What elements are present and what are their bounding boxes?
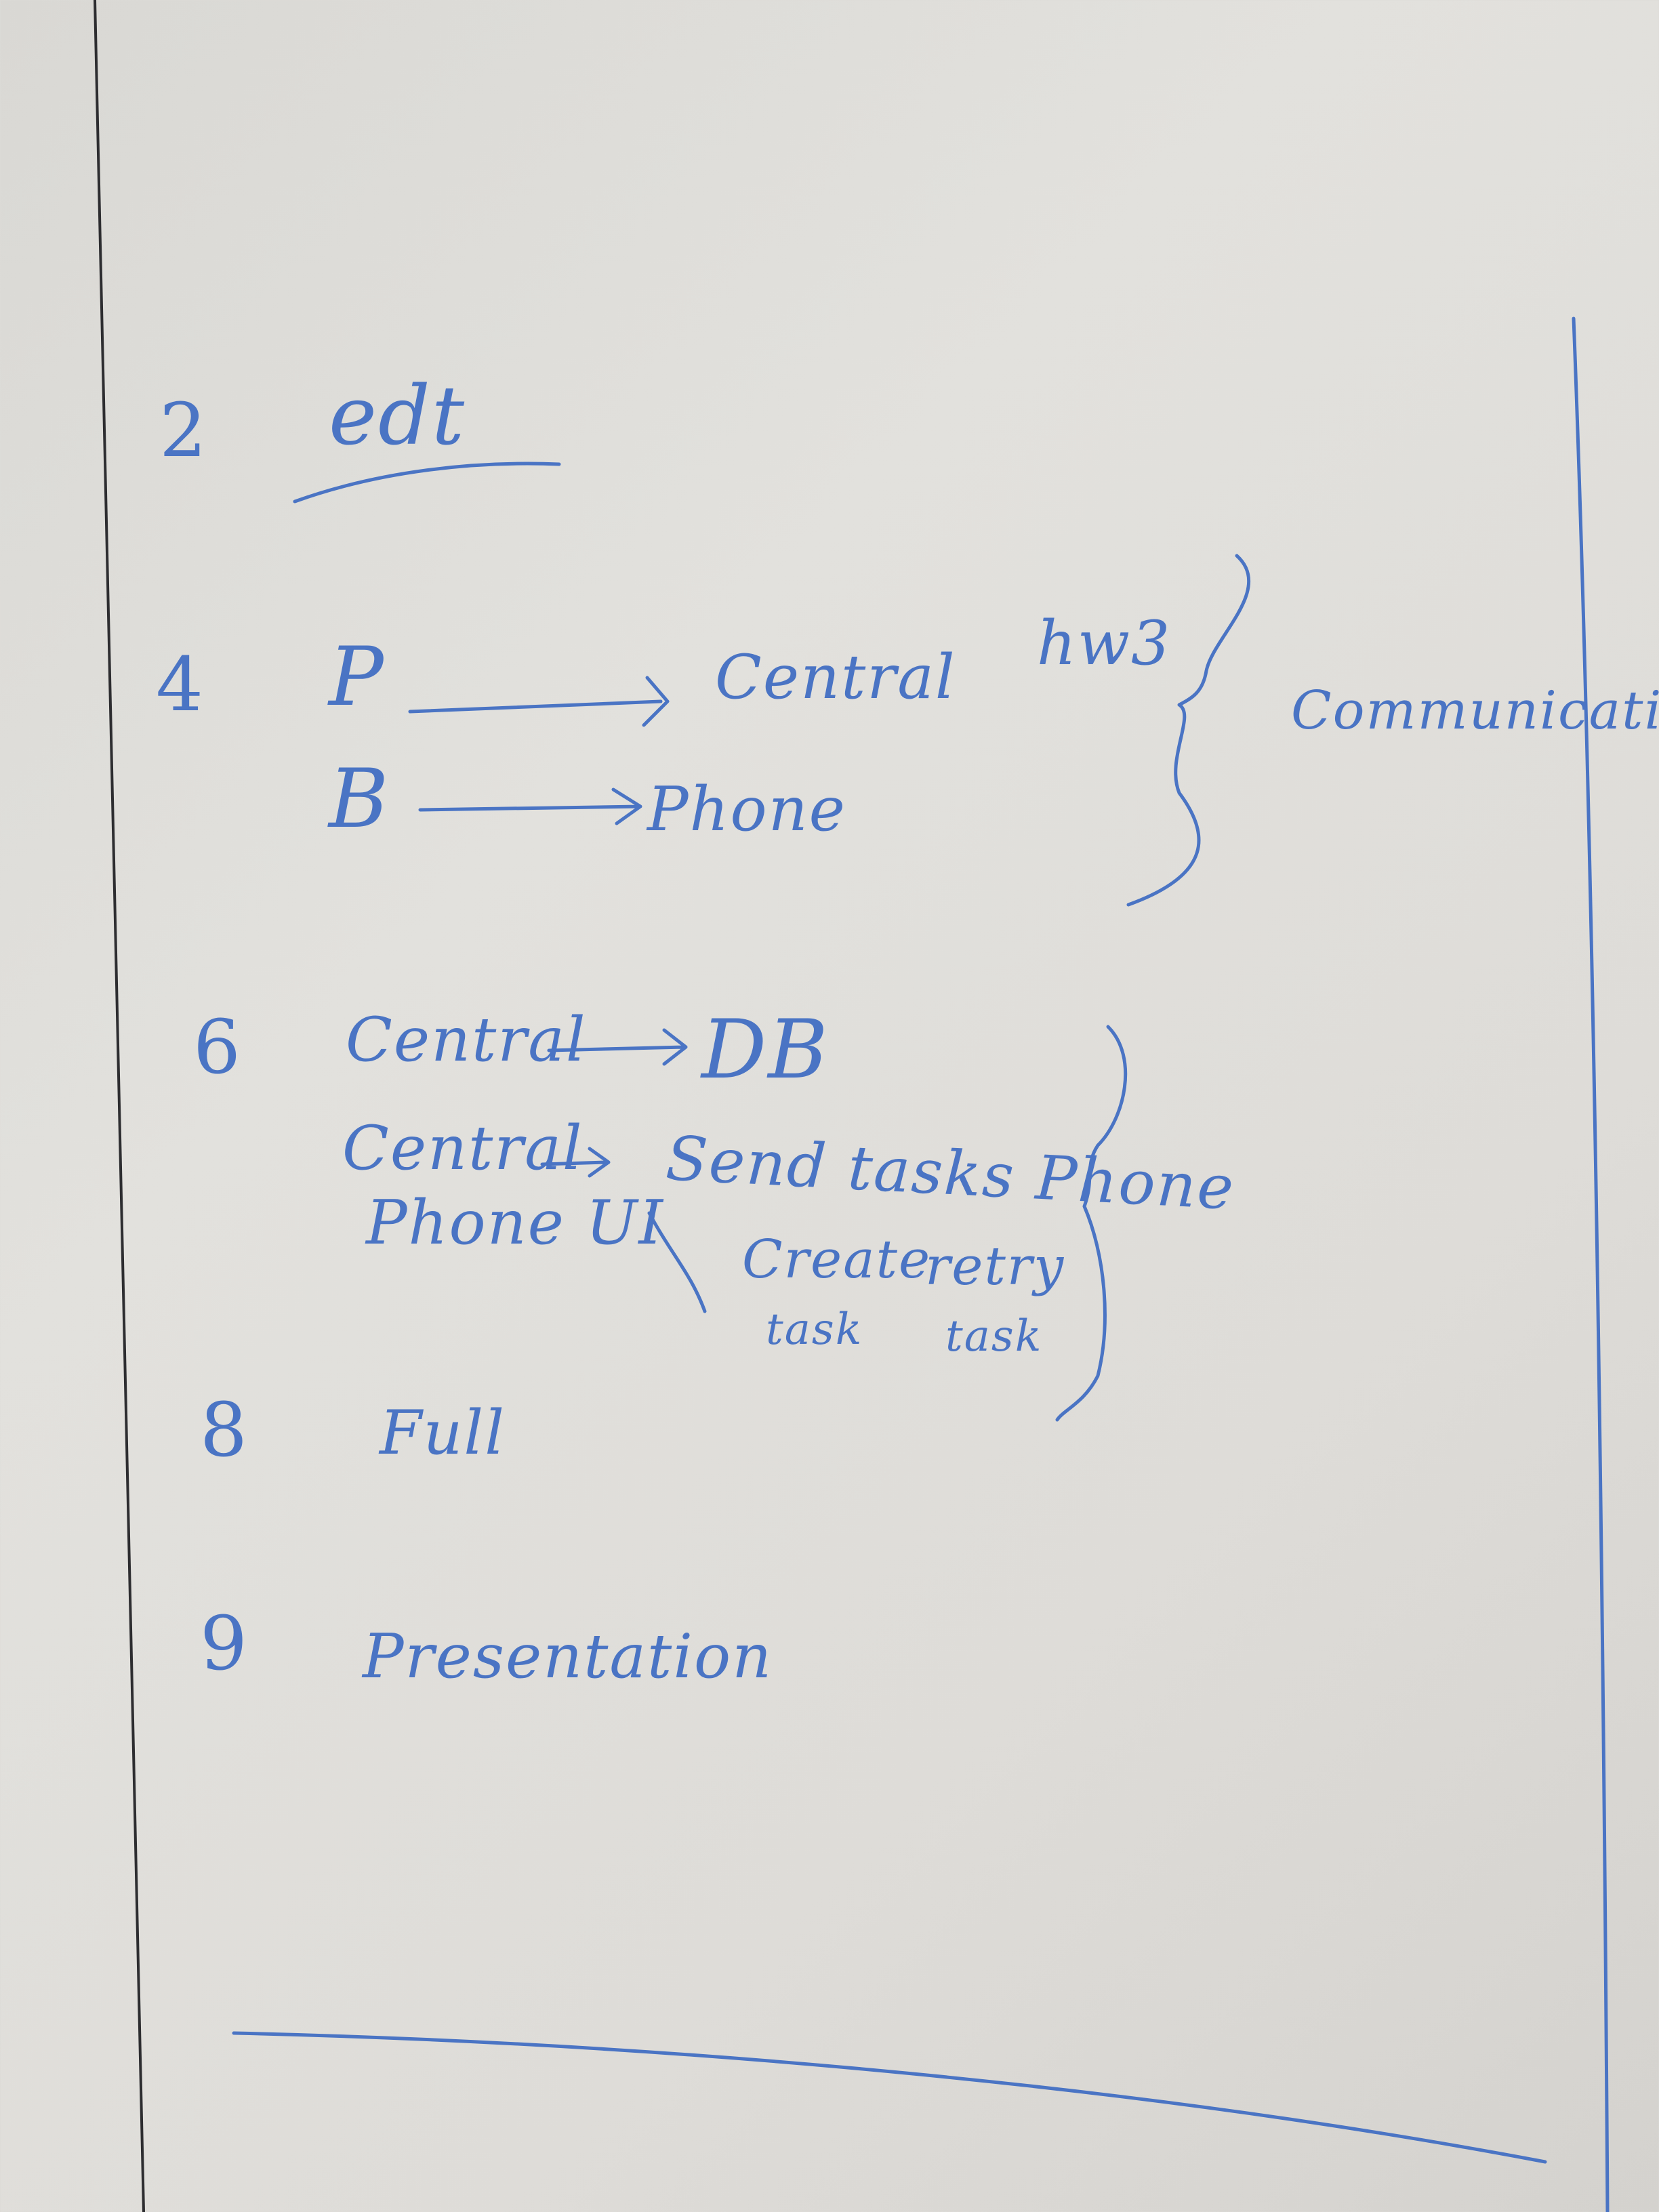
board-frame-left (94, 0, 145, 2212)
item-8-number: 8 (200, 1387, 249, 1473)
brace-item6 (1055, 1025, 1128, 1422)
item-4-row1-right: Central (715, 642, 956, 713)
item-6-option1-line2: task (766, 1305, 863, 1355)
item-6-number: 6 (193, 1004, 242, 1090)
bottom-line (232, 2031, 1547, 2164)
item-8-text: Full (380, 1397, 506, 1469)
arrow-b-phone (418, 787, 642, 825)
brace-item4 (1126, 554, 1251, 907)
underline-edt (293, 462, 561, 504)
item-6-line2-left: Central (342, 1113, 583, 1184)
item-2-number: 2 (159, 387, 208, 474)
item-6-option2-line2: task (945, 1311, 1043, 1361)
item-6-line3-left: Phone UI (366, 1187, 664, 1258)
item-4-row1-left: P (329, 630, 385, 724)
item-9-text: Presentation (363, 1621, 773, 1692)
item-6-line1-left: Central (346, 1004, 587, 1076)
item-2-text: edt (329, 369, 466, 464)
divider-phone-ui (647, 1211, 707, 1313)
item-4-side-note: hw3 (1037, 608, 1172, 679)
item-9-number: 9 (200, 1600, 249, 1687)
item-4-row2-left: B (329, 752, 390, 846)
arrow-p-central (408, 676, 670, 727)
arrow-central-db (547, 1028, 688, 1066)
right-margin-line (1572, 316, 1610, 2212)
item-4-number: 4 (156, 641, 205, 728)
item-6-option2-line1: retry (925, 1236, 1065, 1297)
item-4-row2-right: Phone (647, 774, 846, 845)
item-6-line1-right: DB (701, 1003, 830, 1097)
item-6-option1-line1: Create (742, 1229, 932, 1290)
item-4-brace-label: Communicati (1291, 680, 1659, 741)
arrow-central-send (540, 1147, 611, 1178)
